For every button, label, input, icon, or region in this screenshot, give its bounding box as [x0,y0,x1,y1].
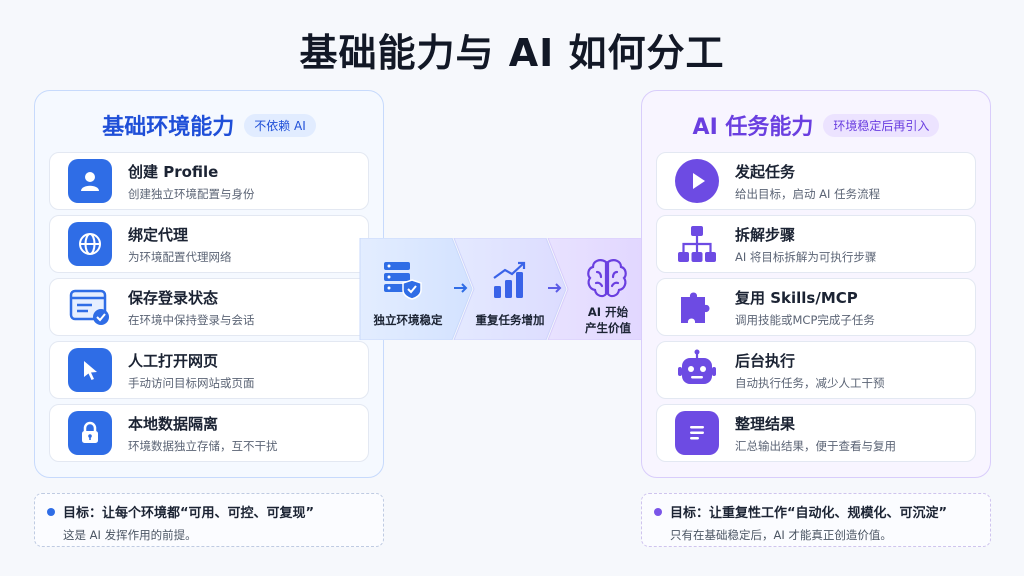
card-desc: 汇总输出结果，便于查看与复用 [735,438,896,453]
base-capability-panel: 基础环境能力 不依赖 AI 创建 Profile 创建独立环境配置与身份 绑定代… [34,90,384,478]
card-title: 整理结果 [735,414,796,433]
arrow-icon [548,283,562,293]
panel-tag: 不依赖 AI [244,113,316,137]
server-shield-icon [380,258,424,306]
goal-title: 目标：让每个环境都“可用、可控、可复现” [63,506,315,521]
lock-icon [68,411,112,455]
left-goal-box: 目标：让每个环境都“可用、可控、可复现” 这是 AI 发挥作用的前提。 [34,493,384,547]
arrow-icon [454,283,468,293]
goal-title-row: 目标：让每个环境都“可用、可控、可复现” [47,502,371,521]
panel-title: AI 任务能力 [692,115,814,140]
hierarchy-icon [675,222,719,266]
right-goal-box: 目标：让重复性工作“自动化、规模化、可沉淀” 只有在基础稳定后，AI 才能真正创… [641,493,991,547]
card-save-login: 保存登录状态 在环境中保持登录与会话 [49,278,369,336]
goal-title-row: 目标：让重复性工作“自动化、规模化、可沉淀” [654,502,978,521]
card-desc: 给出目标，启动 AI 任务流程 [735,186,881,201]
user-icon [68,159,112,203]
panel-header: AI 任务能力 环境稳定后再引入 [656,103,976,147]
card-open-page: 人工打开网页 手动访问目标网站或页面 [49,341,369,399]
flow-step-2-label: 重复任务增加 [475,313,545,327]
card-title: 创建 Profile [128,162,219,181]
card-background-run: 后台执行 自动执行任务，减少人工干预 [656,341,976,399]
goal-desc: 只有在基础稳定后，AI 才能真正创造价值。 [670,528,892,542]
page-title: 基础能力与 AI 如何分工 [299,31,725,75]
panel-title: 基础环境能力 [102,115,235,140]
card-reuse-skills: 复用 Skills/MCP 调用技能或MCP完成子任务 [656,278,976,336]
ai-task-panel: AI 任务能力 环境稳定后再引入 发起任务 给出目标，启动 AI 任务流程 拆解… [641,90,991,478]
play-icon [675,159,719,203]
card-title: 发起任务 [735,162,796,181]
globe-icon [68,222,112,266]
card-desc: 环境数据独立存储，互不干扰 [128,438,278,453]
panel-header: 基础环境能力 不依赖 AI [49,103,369,147]
card-desc: 创建独立环境配置与身份 [128,186,255,201]
flow-step-1-label: 独立环境稳定 [373,313,443,327]
bullet-dot-icon [654,507,662,516]
cursor-icon [68,348,112,392]
flow-step-3-label: AI 开始 产生价值 [558,304,658,336]
card-title: 拆解步骤 [735,225,796,244]
bar-chart-up-icon [490,258,530,306]
bullet-dot-icon [47,507,55,516]
flow-step-3-line2: 产生价值 [585,321,631,335]
flow-arrows: 独立环境稳定 重复任务增加 AI 开始 产生价值 [358,238,668,340]
card-title: 绑定代理 [128,225,189,244]
card-start-task: 发起任务 给出目标，启动 AI 任务流程 [656,152,976,210]
card-organize-results: 整理结果 汇总输出结果，便于查看与复用 [656,404,976,462]
puzzle-icon [675,285,719,329]
card-desc: 调用技能或MCP完成子任务 [735,312,875,327]
card-desc: 为环境配置代理网络 [128,249,232,264]
card-desc: 自动执行任务，减少人工干预 [735,375,885,390]
card-title: 保存登录状态 [128,288,219,307]
card-title: 后台执行 [735,351,796,370]
goal-desc: 这是 AI 发挥作用的前提。 [63,528,197,542]
card-title: 本地数据隔离 [128,414,219,433]
card-bind-proxy: 绑定代理 为环境配置代理网络 [49,215,369,273]
card-desc: 手动访问目标网站或页面 [128,375,255,390]
panel-tag: 环境稳定后再引入 [823,113,940,137]
card-split-steps: 拆解步骤 AI 将目标拆解为可执行步骤 [656,215,976,273]
card-desc: AI 将目标拆解为可执行步骤 [735,249,877,264]
robot-icon [675,348,719,392]
card-title: 复用 Skills/MCP [735,288,858,307]
card-desc: 在环境中保持登录与会话 [128,312,255,327]
document-icon [675,411,719,455]
card-create-profile: 创建 Profile 创建独立环境配置与身份 [49,152,369,210]
flow-step-3-line1: AI 开始 [587,305,629,319]
goal-title: 目标：让重复性工作“自动化、规模化、可沉淀” [670,506,948,521]
browser-check-icon [68,285,112,329]
brain-icon [584,256,630,304]
card-data-isolation: 本地数据隔离 环境数据独立存储，互不干扰 [49,404,369,462]
card-title: 人工打开网页 [128,351,219,370]
